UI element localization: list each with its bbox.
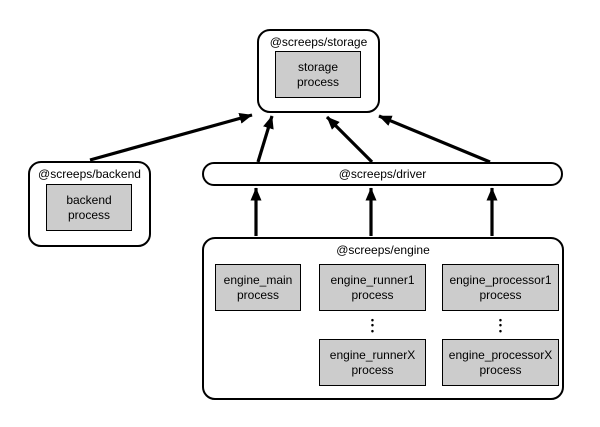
node-driver: @screeps/driver xyxy=(202,162,563,186)
engine-processor1-process-box: engine_processor1 process xyxy=(442,264,559,311)
arrow-driver-right-to-storage xyxy=(378,114,491,164)
node-storage-label: @screeps/storage xyxy=(269,35,368,49)
node-backend: @screeps/backend backend process xyxy=(28,161,151,247)
engine-runnerX-process-box: engine_runnerX process xyxy=(319,339,426,386)
node-engine-label: @screeps/engine xyxy=(336,243,430,257)
processor-ellipsis-icon: • • • xyxy=(498,314,503,336)
node-storage: @screeps/storage storage process xyxy=(257,29,380,113)
storage-process-box: storage process xyxy=(275,51,361,98)
engine-processorX-process-box: engine_processorX process xyxy=(442,339,559,386)
engine-main-process-box: engine_main process xyxy=(215,264,301,311)
arrow-driver-center-to-storage xyxy=(325,115,374,164)
arrow-backend-to-storage xyxy=(89,113,253,162)
node-backend-label: @screeps/backend xyxy=(38,167,141,181)
node-driver-label: @screeps/driver xyxy=(338,167,427,181)
arrow-driver-left-to-storage xyxy=(256,115,274,163)
node-engine: @screeps/engine engine_main process engi… xyxy=(202,237,564,400)
runner-ellipsis-icon: • • • xyxy=(370,314,375,336)
backend-process-box: backend process xyxy=(46,184,132,231)
engine-runner1-process-box: engine_runner1 process xyxy=(319,264,426,311)
